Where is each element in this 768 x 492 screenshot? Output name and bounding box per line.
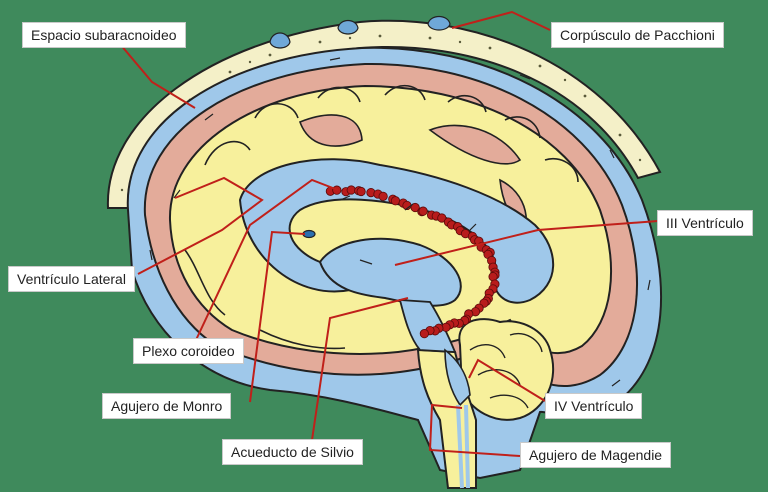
plexus-bead — [379, 192, 387, 200]
label-iii-ventriculo: III Ventrículo — [657, 210, 753, 236]
plexus-bead — [347, 186, 355, 194]
leader-pacchioni — [452, 12, 550, 30]
label-acueducto-de-silvio: Acueducto de Silvio — [222, 439, 363, 465]
label-espacio-subaracnoideo: Espacio subaracnoideo — [22, 22, 186, 48]
label-plexo-coroideo: Plexo coroideo — [133, 338, 244, 364]
label-corpusculo-de-pacchioni: Corpúsculo de Pacchioni — [551, 22, 724, 48]
label-agujero-de-magendie: Agujero de Magendie — [520, 442, 671, 468]
label-agujero-de-monro: Agujero de Monro — [102, 393, 231, 419]
plexus-bead — [419, 207, 427, 215]
plexus-bead — [391, 197, 399, 205]
plexus-bead — [357, 187, 365, 195]
label-ventriculo-lateral: Ventrículo Lateral — [8, 266, 135, 292]
plexus-bead — [420, 329, 428, 337]
label-iv-ventriculo: IV Ventrículo — [545, 393, 642, 419]
